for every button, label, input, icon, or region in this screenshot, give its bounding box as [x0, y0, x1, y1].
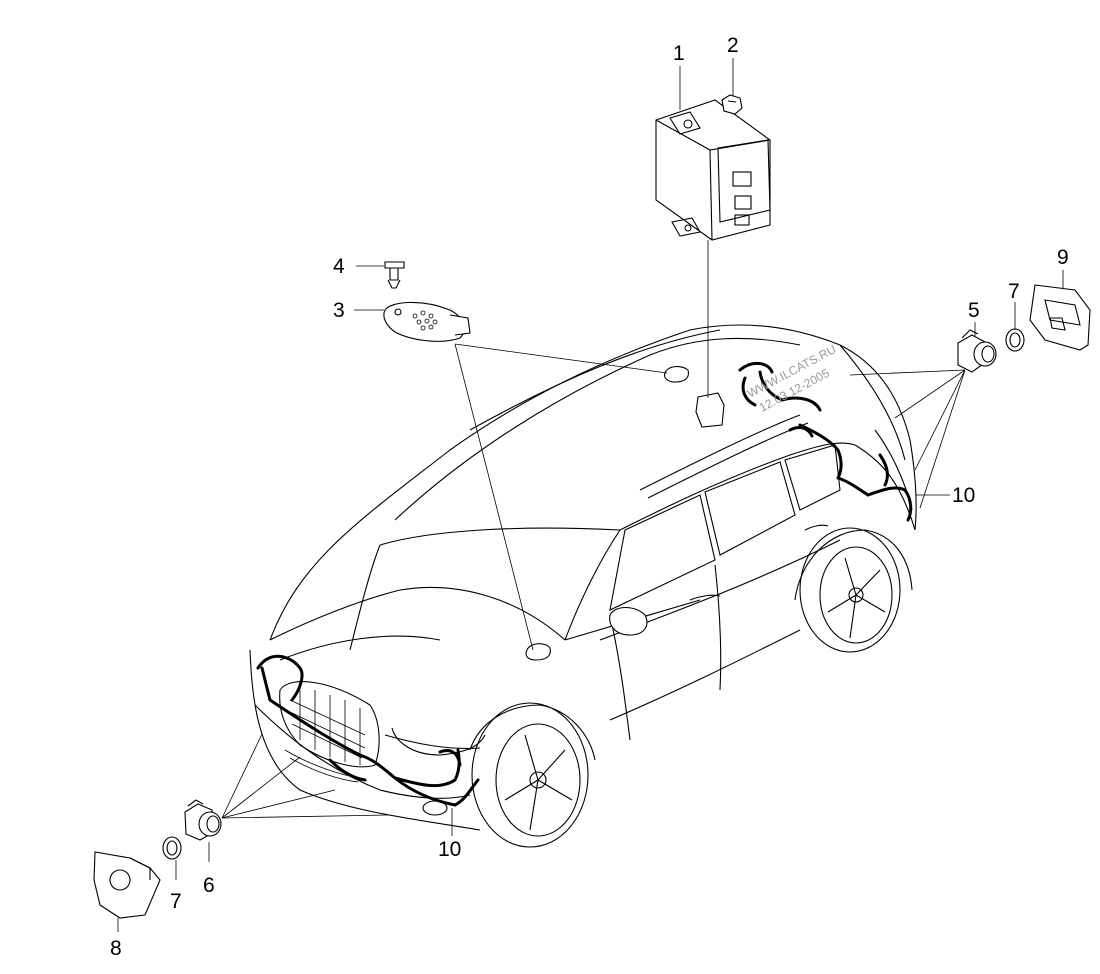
callout-2: 2 [727, 34, 739, 57]
callout-5: 5 [968, 299, 980, 322]
pdc-sensor-front-part [184, 799, 222, 841]
pdc-sensor-rear-part [957, 329, 997, 373]
car-body [249, 324, 917, 848]
callout-numbers: 1 2 4 3 9 5 7 10 10 6 7 8 [110, 34, 1069, 960]
sensor-holder-rear-part [1029, 284, 1091, 351]
callout-10-front: 10 [438, 838, 461, 861]
callout-9: 9 [1057, 246, 1069, 269]
leader-lines [117, 58, 1064, 932]
callout-3: 3 [333, 299, 345, 322]
callout-8: 8 [110, 937, 122, 960]
screw-part [384, 261, 405, 289]
callout-10-rear: 10 [952, 484, 975, 507]
seal-ring-rear-part [1005, 328, 1025, 352]
module-on-car [695, 392, 725, 428]
callout-1: 1 [673, 42, 685, 65]
buzzer-part [383, 301, 471, 342]
wiring-harness-front [256, 654, 480, 807]
seal-ring-front-part [162, 836, 182, 860]
wiring-harness-rear [738, 362, 913, 522]
callout-6: 6 [203, 874, 215, 897]
mount-sensor-roof [664, 366, 689, 383]
sensor-holder-front-part [93, 851, 161, 919]
callout-4: 4 [333, 255, 345, 278]
mount-sensor-windshield [525, 643, 551, 661]
control-unit-part [655, 99, 771, 241]
nut-part [721, 94, 743, 115]
watermark: WWW.ILCATS.RU 12.03.12-2005 [745, 342, 838, 415]
callout-7-front: 7 [170, 890, 182, 913]
callout-7-rear: 7 [1008, 280, 1020, 303]
